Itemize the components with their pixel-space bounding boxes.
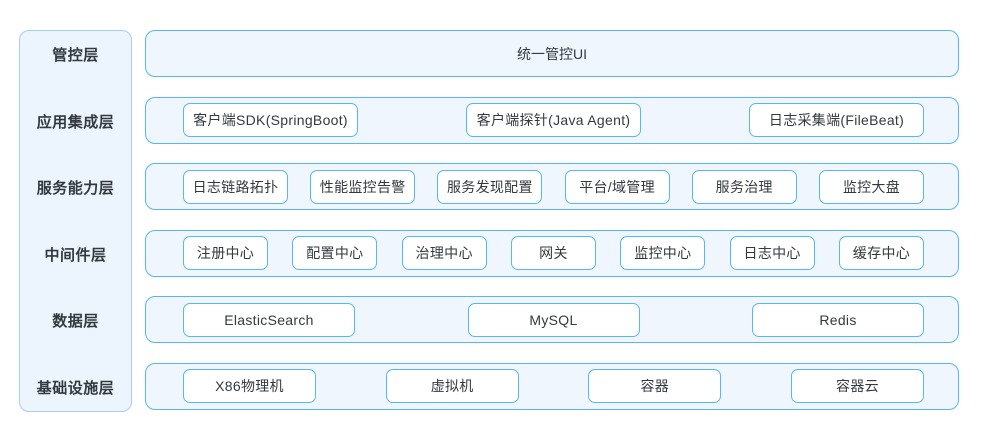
capability-service-governance: 服务治理 (691, 169, 797, 204)
infra-x86-physical-machine: X86物理机 (183, 369, 316, 404)
middleware-monitoring-center: 监控中心 (620, 236, 706, 271)
middleware-registry-center: 注册中心 (183, 236, 268, 271)
infra-virtual-machine: 虚拟机 (385, 369, 519, 404)
layer-label-management: 管控层 (52, 47, 99, 64)
row-management-layer: 统一管控UI (145, 30, 959, 77)
layer-label-column: 管控层 应用集成层 服务能力层 中间件层 数据层 基础设施层 (19, 30, 132, 412)
datastore-mysql: MySQL (467, 302, 640, 337)
capability-service-discovery-config: 服务发现配置 (437, 169, 543, 204)
component-client-agent: 客户端探针(Java Agent) (466, 103, 641, 138)
component-client-sdk: 客户端SDK(SpringBoot) (183, 103, 358, 138)
row-middleware-layer: 注册中心 配置中心 治理中心 网关 监控中心 日志中心 缓存中心 (145, 229, 959, 277)
capability-performance-monitoring-alert: 性能监控告警 (310, 169, 416, 204)
capability-platform-domain-management: 平台/域管理 (564, 169, 670, 204)
infra-container-cloud: 容器云 (790, 369, 924, 404)
layer-label-middleware: 中间件层 (44, 246, 107, 264)
component-log-collector: 日志采集端(FileBeat) (749, 103, 924, 138)
row-infrastructure-layer: X86物理机 虚拟机 容器 容器云 (145, 362, 959, 410)
middleware-log-center: 日志中心 (729, 236, 815, 271)
datastore-elasticsearch: ElasticSearch (183, 302, 355, 337)
middleware-governance-center: 治理中心 (401, 236, 487, 271)
row-data-layer: ElasticSearch MySQL Redis (145, 296, 959, 344)
middleware-cache-center: 缓存中心 (838, 236, 924, 271)
layer-rows: 统一管控UI 客户端SDK(SpringBoot) 客户端探针(Java Age… (145, 30, 959, 410)
unified-control-ui-label: 统一管控UI (517, 45, 587, 62)
layer-label-data: 数据层 (52, 313, 99, 331)
layer-label-infrastructure: 基础设施层 (36, 379, 115, 397)
infra-container: 容器 (588, 369, 722, 404)
row-app-integration-layer: 客户端SDK(SpringBoot) 客户端探针(Java Agent) 日志采… (145, 96, 959, 144)
layer-label-service-capability: 服务能力层 (36, 180, 115, 198)
middleware-gateway: 网关 (510, 236, 596, 271)
datastore-redis: Redis (752, 302, 924, 337)
layer-label-app-integration: 应用集成层 (36, 113, 115, 131)
middleware-config-center: 配置中心 (292, 236, 378, 271)
capability-log-trace-topology: 日志链路拓扑 (183, 169, 288, 204)
capability-monitoring-dashboard: 监控大盘 (818, 169, 924, 204)
row-service-capability-layer: 日志链路拓扑 性能监控告警 服务发现配置 平台/域管理 服务治理 监控大盘 (145, 163, 959, 211)
